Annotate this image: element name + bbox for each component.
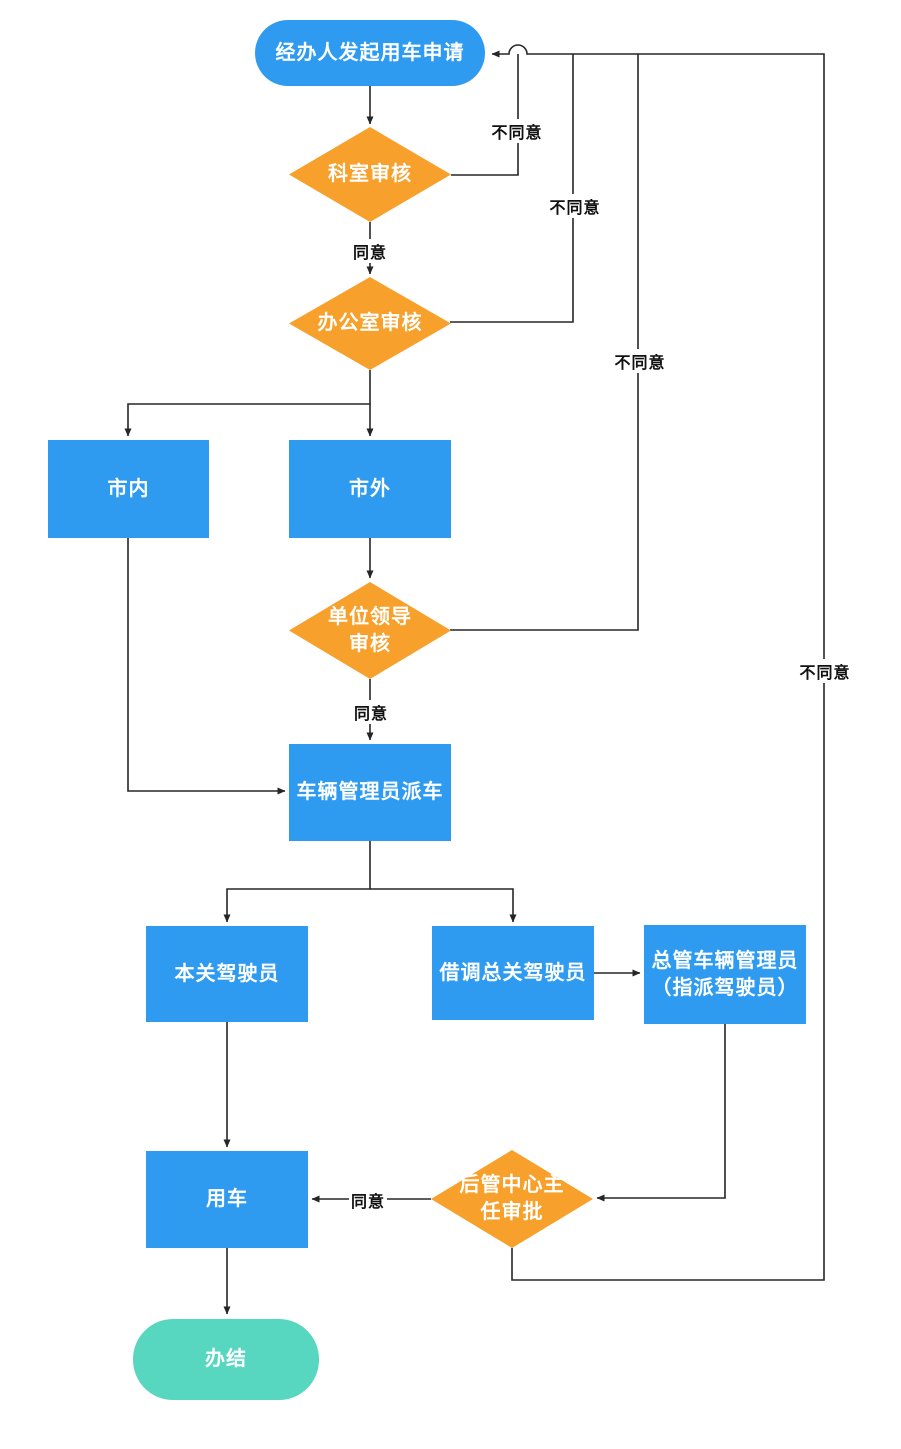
edge-label-leader-review-disagree: 不同意 bbox=[612, 349, 668, 373]
node-use-vehicle-label: 用车 bbox=[206, 1188, 248, 1210]
node-local-driver: 本关驾驶员 bbox=[146, 926, 308, 1022]
node-dispatch: 车辆管理员派车 bbox=[289, 744, 451, 841]
edge-dispatch-to-local-driver bbox=[223, 841, 371, 923]
node-office-review: 办公室审核 bbox=[289, 277, 451, 370]
node-out-city: 市外 bbox=[289, 440, 451, 538]
node-hq-admin-label: 总管车辆管理员 （指派驾驶员） bbox=[651, 949, 799, 999]
edge-office-review-to-in-city bbox=[124, 370, 371, 437]
edge-director-approval-disagree bbox=[491, 44, 825, 1281]
node-out-city-label: 市外 bbox=[349, 477, 391, 500]
edge-label-director-approval-disagree: 不同意 bbox=[797, 659, 853, 683]
node-start-label: 经办人发起用车申请 bbox=[275, 41, 465, 64]
node-dept-review: 科室审核 bbox=[289, 127, 451, 222]
node-in-city-label: 市内 bbox=[107, 477, 150, 500]
node-local-driver-label: 本关驾驶员 bbox=[174, 962, 280, 985]
edge-leader-review-disagree bbox=[450, 54, 639, 631]
edge-in-city-to-dispatch bbox=[127, 538, 286, 795]
node-leader-review: 单位领导 审核 bbox=[289, 582, 451, 679]
node-use-vehicle: 用车 bbox=[146, 1151, 308, 1248]
node-dept-review-label: 科室审核 bbox=[328, 163, 412, 185]
edge-label-dept-review-disagree: 不同意 bbox=[489, 119, 545, 143]
edge-office-review-disagree bbox=[450, 54, 574, 323]
node-end: 办结 bbox=[133, 1319, 319, 1400]
node-borrowed-driver: 借调总关驾驶员 bbox=[432, 926, 594, 1020]
node-dispatch-label: 车辆管理员派车 bbox=[296, 781, 444, 803]
node-start: 经办人发起用车申请 bbox=[255, 20, 485, 86]
node-director-approval-label: 后管中心主 任审批 bbox=[459, 1174, 565, 1223]
node-director-approval: 后管中心主 任审批 bbox=[431, 1150, 593, 1248]
node-leader-review-label: 单位领导 审核 bbox=[328, 605, 412, 655]
node-hq-admin: 总管车辆管理员 （指派驾驶员） bbox=[644, 925, 806, 1024]
node-borrowed-driver-label: 借调总关驾驶员 bbox=[439, 961, 587, 984]
node-end-label: 办结 bbox=[205, 1348, 247, 1370]
edge-label-leader-review-agree: 同意 bbox=[351, 700, 391, 724]
edge-dept-review-disagree bbox=[451, 54, 519, 176]
edge-dispatch-to-borrowed-driver bbox=[370, 888, 517, 923]
edge-label-director-approval-agree: 同意 bbox=[348, 1188, 388, 1212]
edge-label-office-review-disagree: 不同意 bbox=[547, 194, 603, 218]
node-in-city: 市内 bbox=[48, 440, 209, 538]
edge-hq-admin-to-director-approval bbox=[596, 1024, 726, 1202]
edge-label-dept-review-agree: 同意 bbox=[350, 239, 390, 263]
node-office-review-label: 办公室审核 bbox=[317, 312, 423, 334]
